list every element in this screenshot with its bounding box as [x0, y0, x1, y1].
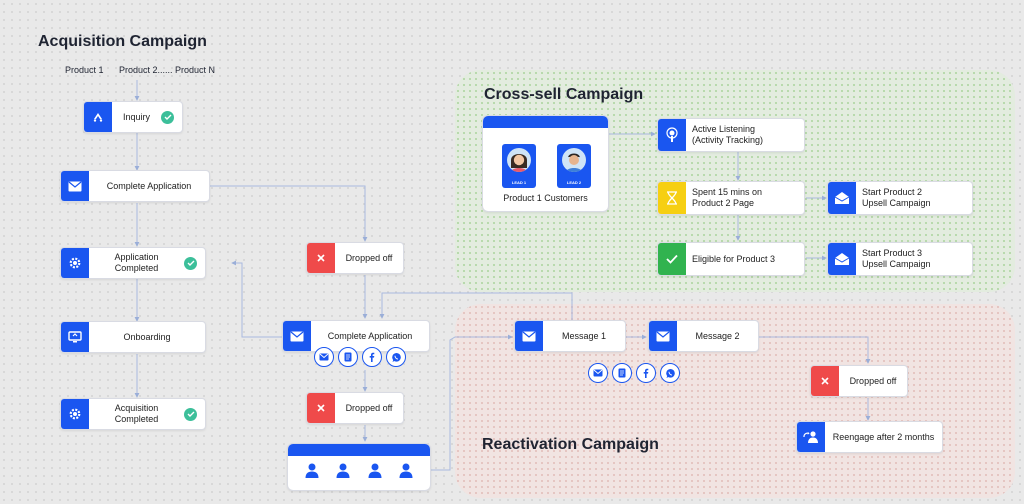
- whatsapp-icon[interactable]: [386, 347, 406, 367]
- reactivation-campaign-title: Reactivation Campaign: [482, 436, 659, 453]
- acquisition-campaign-title: Acquisition Campaign: [38, 33, 207, 50]
- lead-1-avatar: LEAD 1: [502, 144, 536, 188]
- document-icon[interactable]: [612, 363, 632, 383]
- message-1-label: Message 1: [561, 330, 607, 341]
- product-1-customers-label: Product 1 Customers: [503, 193, 588, 203]
- message-2-node[interactable]: Message 2: [648, 320, 759, 352]
- user-icon: [336, 463, 350, 478]
- complete-application-followup-node[interactable]: Complete Application: [282, 320, 430, 352]
- acquisition-completed-node[interactable]: Acquisition Completed: [60, 398, 206, 430]
- complete-application-node[interactable]: Complete Application: [60, 170, 210, 202]
- cross-sell-campaign-title: Cross-sell Campaign: [484, 86, 644, 103]
- check-icon: [184, 407, 197, 421]
- active-listening-node[interactable]: Active Listening (Activity Tracking): [657, 118, 805, 152]
- gear-icon: [61, 248, 89, 278]
- lead-2-face: [562, 148, 586, 172]
- facebook-icon[interactable]: [636, 363, 656, 383]
- spent-15-mins-label: Spent 15 mins on Product 2 Page: [692, 187, 763, 208]
- application-completed-node[interactable]: Application Completed: [60, 247, 206, 279]
- campaign-mail-icon: [828, 182, 856, 214]
- close-icon: [307, 243, 335, 273]
- user-icon: [399, 463, 413, 478]
- reactivation-dropped-off-node[interactable]: Dropped off: [810, 365, 908, 397]
- email-icon: [649, 321, 677, 351]
- close-icon: [811, 366, 839, 396]
- onboarding-screen-icon: [61, 322, 89, 352]
- dropped-off-label: Dropped off: [345, 252, 393, 263]
- start-product-3-label: Start Product 3 Upsell Campaign: [862, 248, 931, 269]
- start-product-2-label: Start Product 2 Upsell Campaign: [862, 187, 931, 208]
- message-1-node[interactable]: Message 1: [514, 320, 626, 352]
- campaign-mail-icon: [828, 243, 856, 275]
- user-icon: [368, 463, 382, 478]
- reengage-label: Reengage after 2 months: [832, 431, 935, 442]
- email-icon: [515, 321, 543, 351]
- lead-1-tag: LEAD 1: [511, 180, 527, 185]
- email-icon: [283, 321, 311, 351]
- products-2-to-n-label: Product 2...... Product N: [119, 65, 216, 75]
- document-icon[interactable]: [338, 347, 358, 367]
- active-listening-label: Active Listening (Activity Tracking): [692, 124, 764, 145]
- reactivation-channel-icons: [588, 363, 680, 383]
- eligible-product-3-label: Eligible for Product 3: [692, 253, 776, 264]
- magnet-icon: [84, 102, 112, 132]
- card-header-bar: [483, 116, 608, 128]
- reactivation-dropped-off-label: Dropped off: [849, 375, 897, 386]
- inquiry-node[interactable]: Inquiry: [83, 101, 183, 133]
- users-row: [288, 462, 430, 478]
- eligible-product-3-node[interactable]: Eligible for Product 3: [657, 242, 805, 276]
- email-icon: [61, 171, 89, 201]
- inquiry-label: Inquiry: [122, 111, 150, 122]
- onboarding-label: Onboarding: [123, 331, 171, 342]
- email-icon[interactable]: [588, 363, 608, 383]
- product-1-customers-card[interactable]: LEAD 1 LEAD 2 Product 1 Customers: [482, 115, 609, 212]
- dropped-users-group[interactable]: [287, 443, 431, 491]
- complete-application-label: Complete Application: [106, 180, 192, 191]
- complete-application-followup-label: Complete Application: [327, 330, 413, 341]
- start-product-3-node[interactable]: Start Product 3 Upsell Campaign: [827, 242, 973, 276]
- whatsapp-icon[interactable]: [660, 363, 680, 383]
- followup-channel-icons: [314, 347, 406, 367]
- dropped-off-node-bottom[interactable]: Dropped off: [306, 392, 404, 424]
- product-1-label: Product 1: [65, 65, 104, 75]
- reengage-node[interactable]: Reengage after 2 months: [796, 421, 943, 453]
- podcast-icon: [658, 119, 686, 151]
- group-header-bar: [288, 444, 430, 456]
- gear-icon: [61, 399, 89, 429]
- facebook-icon[interactable]: [362, 347, 382, 367]
- onboarding-node[interactable]: Onboarding: [60, 321, 206, 353]
- check-icon: [184, 256, 197, 270]
- check-icon: [161, 110, 174, 124]
- hourglass-icon: [658, 182, 686, 214]
- dropped-off-label: Dropped off: [345, 402, 393, 413]
- spent-15-mins-node[interactable]: Spent 15 mins on Product 2 Page: [657, 181, 805, 215]
- checkmark-icon: [658, 243, 686, 275]
- start-product-2-node[interactable]: Start Product 2 Upsell Campaign: [827, 181, 973, 215]
- message-2-label: Message 2: [695, 330, 740, 341]
- application-completed-label: Application Completed: [114, 252, 159, 273]
- dropped-off-node-top[interactable]: Dropped off: [306, 242, 404, 274]
- lead-1-face: [507, 148, 531, 172]
- lead-2-tag: LEAD 2: [566, 180, 582, 185]
- user-refresh-icon: [797, 422, 825, 452]
- acquisition-completed-label: Acquisition Completed: [114, 403, 159, 424]
- close-icon: [307, 393, 335, 423]
- email-icon[interactable]: [314, 347, 334, 367]
- user-icon: [305, 463, 319, 478]
- lead-2-avatar: LEAD 2: [557, 144, 591, 188]
